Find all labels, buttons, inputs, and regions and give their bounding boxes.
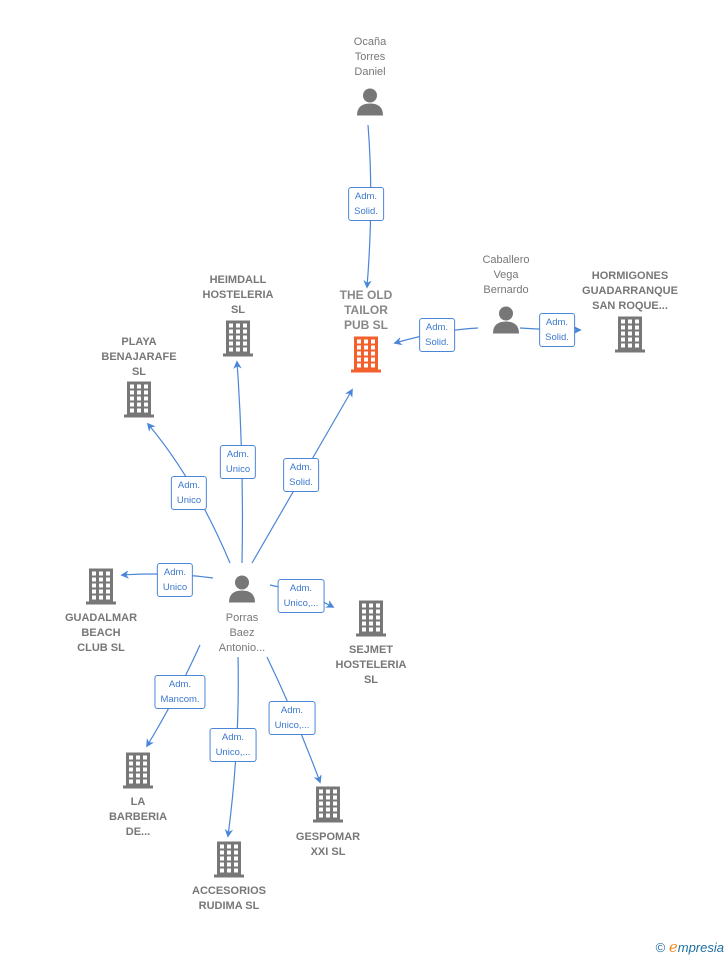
node-label-sejmet[interactable]: SEJMET HOSTELERIA SL <box>336 643 407 688</box>
edge-label-line: Unico,... <box>283 598 319 609</box>
edge-label-line: Adm. <box>289 583 313 594</box>
edge-label-caballero-hormigones[interactable]: Adm. Solid. <box>539 313 575 347</box>
person-icon-porras[interactable] <box>227 574 257 609</box>
edge-label-line: Solid. <box>354 206 378 217</box>
node-label-line: BARBERIA <box>108 811 168 823</box>
node-label-line: Torres <box>354 51 386 63</box>
edge-label-porras-guadalmar[interactable]: Adm. Unico <box>156 563 194 597</box>
edge-label-ocana-tailor[interactable]: Adm. Solid. <box>348 187 384 221</box>
edge-label-line: Unico,... <box>274 720 310 731</box>
building-icon-hormigones[interactable] <box>615 316 645 358</box>
node-label-hormigones[interactable]: HORMIGONES GUADARRANQUE SAN ROQUE... <box>582 269 678 314</box>
node-label-line: TAILOR <box>344 303 388 317</box>
node-label-line: SL <box>363 674 379 686</box>
edge-label-caballero-tailor[interactable]: Adm. Solid. <box>419 318 455 352</box>
node-label-line: RUDIMA SL <box>198 900 260 912</box>
node-label-playa[interactable]: PLAYA BENAJARAFE SL <box>101 335 176 380</box>
edge-label-porras-tailor[interactable]: Adm. Solid. <box>283 458 319 492</box>
edge-label-porras-accesorios[interactable]: Adm. Unico,... <box>209 728 257 762</box>
node-label-line: LA <box>130 796 146 808</box>
node-label-line: SAN ROQUE... <box>592 300 668 312</box>
node-label-line: Bernardo <box>483 284 529 296</box>
edge-label-line: Adm. <box>545 317 569 328</box>
node-label-line: HEIMDALL <box>209 274 267 286</box>
node-label-line: GUADARRANQUE <box>582 285 678 297</box>
node-label-line: Antonio... <box>218 642 266 654</box>
node-label-accesorios[interactable]: ACCESORIOS RUDIMA SL <box>192 884 266 914</box>
edge-label-line: Adm. <box>226 449 250 460</box>
node-label-line: THE OLD <box>339 288 393 302</box>
person-icon-ocana[interactable] <box>355 87 385 122</box>
node-label-gespomar[interactable]: GESPOMAR XXI SL <box>296 830 360 860</box>
building-icon-playa[interactable] <box>124 381 154 423</box>
edge-label-line: Adm. <box>354 191 378 202</box>
node-label-line: XXI SL <box>310 846 346 858</box>
node-label-line: Vega <box>493 269 519 281</box>
node-label-line: DE... <box>125 826 151 838</box>
building-icon-heimdall[interactable] <box>223 320 253 362</box>
edge-label-line: Adm. <box>163 567 187 578</box>
edge-label-line: Adm. <box>280 705 304 716</box>
node-label-line: CLUB SL <box>77 642 125 654</box>
node-label-line: BEACH <box>81 627 121 639</box>
edge-label-line: Mancom. <box>160 694 200 705</box>
building-icon-barberia[interactable] <box>123 752 153 794</box>
node-label-line: ACCESORIOS <box>192 885 266 897</box>
edge-label-porras-gespomar[interactable]: Adm. Unico,... <box>268 701 316 735</box>
edge-label-line: Adm. <box>177 480 201 491</box>
edge-label-line: Adm. <box>425 322 449 333</box>
node-label-line: Ocaña <box>353 36 387 48</box>
node-label-line: Caballero <box>482 254 530 266</box>
edge-label-line: Unico <box>162 582 188 593</box>
edge-label-porras-heimdall[interactable]: Adm. Unico <box>219 445 257 479</box>
edge-label-line: Solid. <box>425 337 449 348</box>
node-label-line: GUADALMAR <box>64 612 138 624</box>
edge-label-porras-sejmet[interactable]: Adm. Unico,... <box>277 579 325 613</box>
building-icon-gespomar[interactable] <box>313 786 343 828</box>
node-label-line: HORMIGONES <box>591 270 669 282</box>
node-label-barberia[interactable]: LA BARBERIA DE... <box>109 795 167 840</box>
edge-label-line: Unico <box>176 495 202 506</box>
empresia-logo: © empresia <box>655 938 724 956</box>
node-label-guadalmar[interactable]: GUADALMAR BEACH CLUB SL <box>65 611 137 656</box>
edge-label-line: Adm. <box>168 679 192 690</box>
edge-label-porras-barberia[interactable]: Adm. Mancom. <box>154 675 206 709</box>
edge-label-porras-playa[interactable]: Adm. Unico <box>170 476 208 510</box>
edge-label-line: Solid. <box>289 477 313 488</box>
edge-label-line: Unico,... <box>215 747 251 758</box>
node-label-heimdall[interactable]: HEIMDALL HOSTELERIA SL <box>203 273 274 318</box>
node-label-line: HOSTELERIA <box>202 289 274 301</box>
node-label-line: PLAYA <box>121 336 157 348</box>
building-icon-accesorios[interactable] <box>214 841 244 883</box>
node-label-line: SEJMET <box>348 644 393 656</box>
building-icon-tailor[interactable] <box>351 336 381 378</box>
building-icon-guadalmar[interactable] <box>86 568 116 610</box>
person-icon-caballero[interactable] <box>491 305 521 340</box>
node-label-line: Porras <box>225 612 259 624</box>
node-label-line: Daniel <box>354 66 386 78</box>
node-label-line: GESPOMAR <box>295 831 361 843</box>
node-label-line: SL <box>230 304 246 316</box>
node-label-line: Baez <box>229 627 255 639</box>
edge-label-line: Solid. <box>545 332 569 343</box>
edge-label-line: Unico <box>225 464 251 475</box>
node-label-line: BENAJARAFE <box>101 351 177 363</box>
edge-label-line: Adm. <box>221 732 245 743</box>
building-icon-sejmet[interactable] <box>356 600 386 642</box>
node-label-line: HOSTELERIA <box>335 659 407 671</box>
node-label-line: PUB SL <box>343 318 389 332</box>
edge-label-line: Adm. <box>289 462 313 473</box>
node-label-line: SL <box>131 366 147 378</box>
